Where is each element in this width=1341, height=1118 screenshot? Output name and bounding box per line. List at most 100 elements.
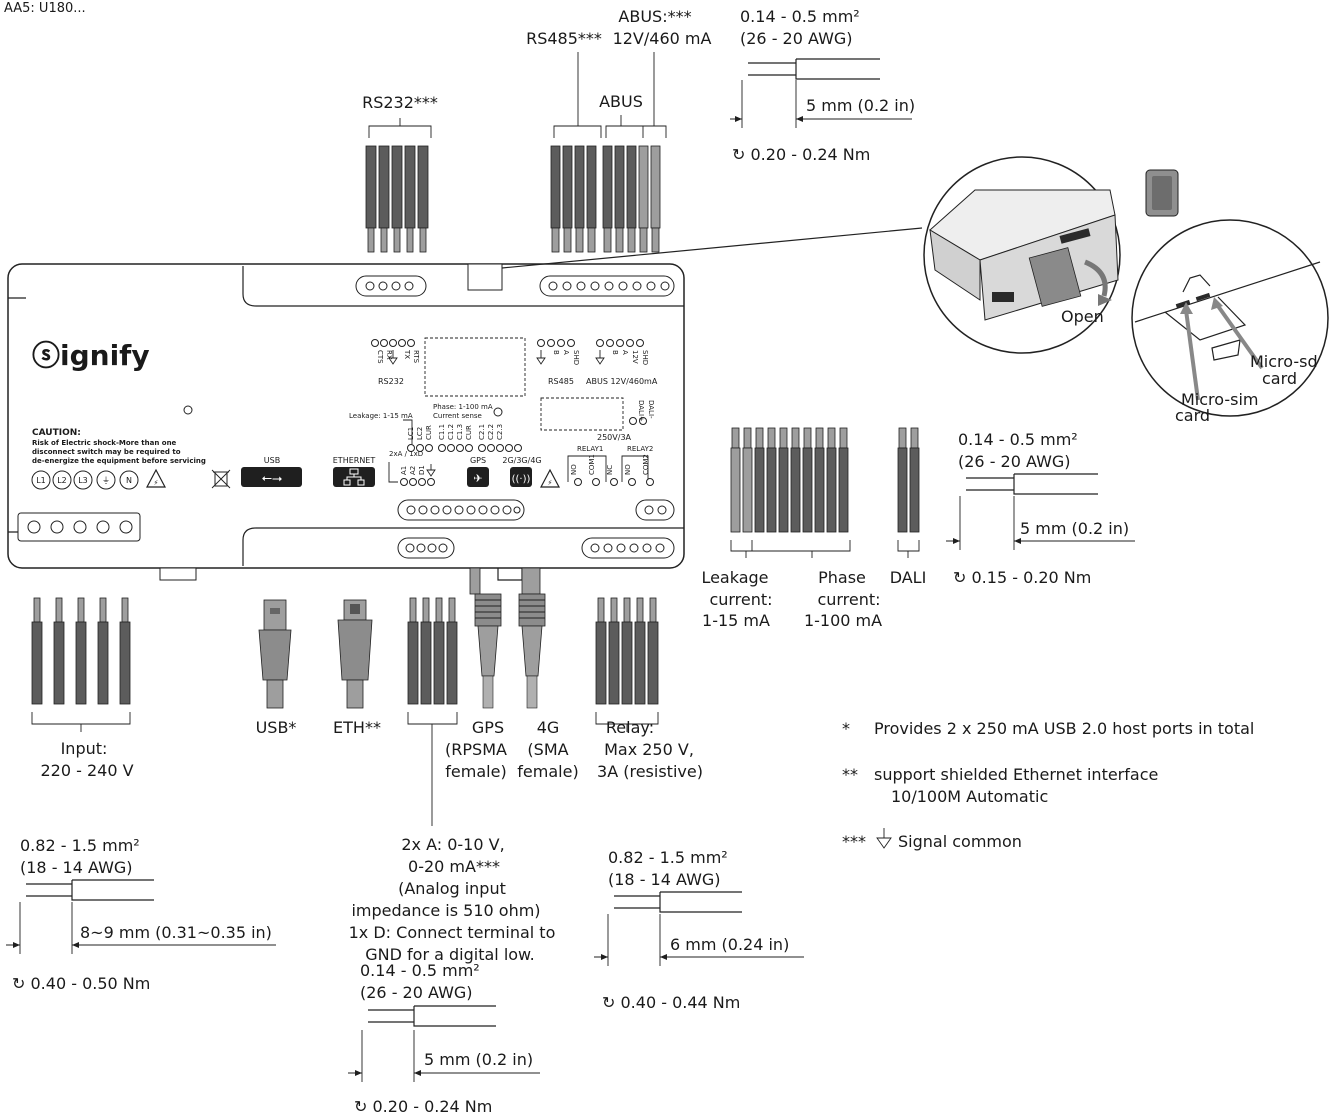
wire-spec-right: 0.14 - 0.5 mm² (26 - 20 AWG) 5 mm (0.2 i… — [946, 430, 1135, 587]
usb-port-label: USB — [264, 456, 280, 465]
network-icon — [343, 468, 365, 486]
abus-device-label: ABUS 12V/460mA — [586, 377, 658, 386]
header-fragment: AA5: U180... — [4, 1, 86, 16]
cellular-port — [510, 467, 532, 487]
rs232-pinout: CTS RX TX RTS RS232 — [371, 339, 420, 386]
caution-line-1: Risk of Electric shock-More than one — [32, 439, 177, 447]
abus-label: ABUS — [599, 92, 643, 111]
note-1-mark: * — [842, 719, 850, 738]
gps-cable: GPS (RPSMA female) — [445, 567, 507, 781]
cellular-cable: 4G (SMA female) — [517, 567, 579, 781]
svg-text:C1.3: C1.3 — [456, 424, 464, 440]
usb-label: USB* — [256, 718, 297, 737]
svg-text:A: A — [621, 350, 629, 355]
input-label-2: 220 - 240 V — [40, 761, 133, 780]
wire-input-gauge-1: 0.82 - 1.5 mm² — [20, 836, 140, 855]
phase-label-1: Phase — [818, 568, 866, 587]
svg-text:12V: 12V — [631, 350, 639, 364]
gps-label-1: GPS — [472, 718, 504, 737]
svg-text:A2: A2 — [409, 466, 417, 475]
rs485-abus-plug: RS485*** ABUS ABUS:*** 12V/460 mA — [526, 7, 712, 253]
leakage-label-3: 1-15 mA — [702, 611, 770, 630]
term-l1: L1 — [36, 476, 46, 485]
sense-pinout: LC1 LC2 CUR C1.1 C1.2 C1.3 CUR C2.1 C2.2… — [407, 424, 522, 452]
svg-text:CUR: CUR — [465, 425, 473, 440]
input-label-1: Input: — [61, 739, 108, 758]
brand-logo: ⓢignify — [32, 339, 150, 372]
micro-sd-label-1: Micro-sd — [1250, 352, 1318, 371]
note-1: Provides 2 x 250 mA USB 2.0 host ports i… — [874, 719, 1254, 738]
analog-label-1: 2x A: 0-10 V, — [401, 835, 504, 854]
svg-text:A: A — [562, 350, 570, 355]
wire-top-gauge-2: (26 - 20 AWG) — [740, 29, 853, 48]
rs485-label: RS485*** — [526, 29, 602, 48]
svg-text:SHD: SHD — [572, 350, 580, 365]
wire-relay-gauge-2: (18 - 14 AWG) — [608, 870, 721, 889]
svg-text:C2.3: C2.3 — [496, 424, 504, 440]
input-terminal-marks: L1 L2 L3 ⏚ N — [31, 470, 139, 490]
wire-input-torque: ↻ 0.40 - 0.50 Nm — [12, 974, 150, 993]
wire-input-strip: 8~9 mm (0.31~0.35 in) — [80, 923, 272, 942]
signal-common-icon — [876, 828, 892, 849]
wire-relay-torque: ↻ 0.40 - 0.44 Nm — [602, 993, 740, 1012]
note-2-mark: ** — [842, 765, 858, 784]
analog-label-3: (Analog input — [398, 879, 506, 898]
usb-icon: ⭠⭢ — [262, 471, 283, 486]
svg-text:LC1: LC1 — [407, 427, 415, 440]
wire-relay-strip: 6 mm (0.24 in) — [670, 935, 789, 954]
satellite-icon: ✈ — [473, 472, 482, 485]
leakage-label-2: current: — [709, 590, 772, 609]
rs485-pinout: B A SHD RS485 — [536, 339, 580, 386]
svg-text:TX: TX — [403, 349, 411, 359]
svg-text:NO: NO — [570, 464, 578, 475]
term-ground: ⏚ — [102, 476, 110, 485]
relay-label-3: 3A (resistive) — [597, 762, 703, 781]
relay2-label: RELAY2 — [627, 445, 653, 453]
svg-text:C2.2: C2.2 — [487, 424, 495, 440]
note-3: Signal common — [898, 832, 1022, 851]
abus-power-label-2: 12V/460 mA — [613, 29, 712, 48]
controller-device: ⓢignify CAUTION: Risk of Electric shock-… — [7, 227, 923, 581]
rs485-device-label: RS485 — [548, 377, 574, 386]
svg-text:C1.2: C1.2 — [447, 424, 455, 440]
svg-text:SHD: SHD — [641, 350, 649, 365]
note-2-line-1: support shielded Ethernet interface — [874, 765, 1158, 784]
wire-spec-top: 0.14 - 0.5 mm² (26 - 20 AWG) 5 mm (0.2 i… — [730, 7, 915, 164]
svg-text:⚡: ⚡ — [548, 479, 553, 487]
footnotes: * Provides 2 x 250 mA USB 2.0 host ports… — [842, 719, 1254, 851]
svg-text:A1: A1 — [400, 466, 408, 475]
gps-device-label: GPS — [470, 456, 486, 465]
term-l3: L3 — [78, 476, 88, 485]
wire-analog-torque: ↻ 0.20 - 0.24 Nm — [354, 1097, 492, 1116]
ethernet-cable: ETH** — [333, 599, 381, 737]
relay1-label: RELAY1 — [577, 445, 603, 453]
ethernet-port-label: ETHERNET — [333, 456, 376, 465]
usb-port — [241, 467, 302, 487]
svg-text:CTS: CTS — [376, 350, 384, 364]
abus-power-label-1: ABUS:*** — [618, 7, 691, 26]
card-slot-magnifier: Micro-sd card Micro-sim card — [1131, 219, 1329, 425]
wire-spec-analog: 0.14 - 0.5 mm² (26 - 20 AWG) 5 mm (0.2 i… — [348, 961, 540, 1116]
term-top-b — [548, 281, 670, 291]
svg-text:B: B — [552, 350, 560, 355]
open-label: Open — [1061, 307, 1104, 326]
phase-sense-label: Phase: 1-100 mA — [433, 403, 493, 411]
leakage-sense-label: Leakage: 1-15 mA — [349, 412, 413, 420]
wire-analog-strip: 5 mm (0.2 in) — [424, 1050, 533, 1069]
wire-analog-gauge-2: (26 - 20 AWG) — [360, 983, 473, 1002]
svg-text:COM1: COM1 — [588, 454, 596, 475]
warning-icon — [146, 468, 166, 488]
svg-text:LC2: LC2 — [416, 427, 424, 440]
relay-label-1: Relay: — [606, 718, 654, 737]
wire-top-gauge-1: 0.14 - 0.5 mm² — [740, 7, 860, 26]
svg-text:⚡: ⚡ — [154, 479, 159, 487]
phase-label-3: 1-100 mA — [804, 611, 882, 630]
analog-pinout: A1 A2 D1 — [400, 464, 436, 486]
micro-sim-label-1: Micro-sim — [1181, 390, 1259, 409]
relay-pinout: NO COM1 NC NO COM2 — [570, 454, 654, 486]
svg-text:D1: D1 — [418, 465, 426, 475]
caution-line-3: de-energize the equipment before servici… — [32, 457, 206, 465]
current-sense-label: Current sense — [433, 412, 482, 420]
wire-relay-gauge-1: 0.82 - 1.5 mm² — [608, 848, 728, 867]
svg-text:NO: NO — [624, 464, 632, 475]
